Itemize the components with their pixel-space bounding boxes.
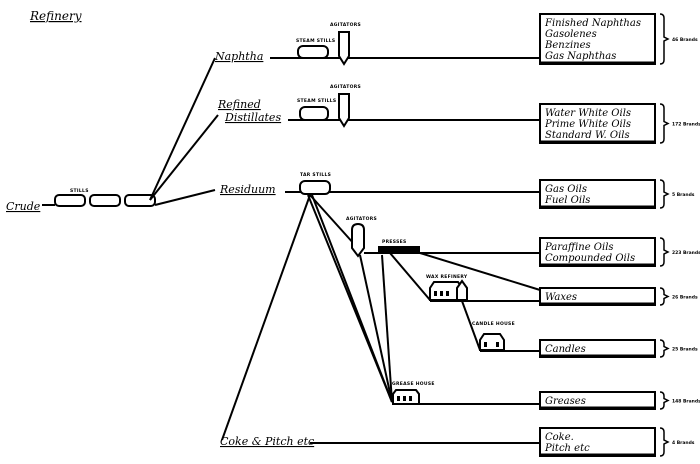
distillates-label-2: Distillates bbox=[224, 111, 281, 124]
distillates-branch bbox=[149, 114, 219, 201]
brace bbox=[659, 179, 670, 209]
brace bbox=[659, 103, 670, 144]
product-name: Gasolenes bbox=[545, 29, 597, 40]
product-name: Paraffine Oils bbox=[544, 242, 614, 253]
agitators-label-3: AGITATORS bbox=[346, 216, 377, 222]
agitator-branch bbox=[309, 194, 356, 246]
wax-branch bbox=[389, 252, 431, 301]
steam-still-2 bbox=[299, 106, 329, 121]
product-box bbox=[539, 237, 656, 267]
wax-refinery-building bbox=[429, 279, 468, 301]
naphtha-label: Naphtha bbox=[214, 50, 263, 63]
brand-count: 4 Brands bbox=[672, 440, 695, 446]
naphtha-branch bbox=[149, 57, 216, 201]
steam-still-1 bbox=[297, 45, 329, 59]
steam-stills-label-1: STEAM STILLS bbox=[296, 38, 335, 44]
product-name: Coke. bbox=[545, 432, 574, 443]
brace bbox=[659, 237, 670, 267]
brace bbox=[659, 391, 670, 410]
crude-label: Crude bbox=[6, 200, 41, 213]
brand-count: 25 Brands bbox=[672, 347, 698, 353]
candle-branch bbox=[461, 300, 481, 351]
brand-count: 223 Brands bbox=[672, 250, 700, 256]
product-box bbox=[539, 103, 656, 144]
wax-refinery-label: WAX REFINERY bbox=[426, 274, 468, 280]
diagram-title: Refinery bbox=[29, 9, 82, 23]
presses-label: PRESSES bbox=[382, 239, 407, 245]
grease-branch-4 bbox=[381, 254, 393, 403]
steam-stills-label-2: STEAM STILLS bbox=[297, 98, 336, 104]
residuum-label: Residuum bbox=[219, 183, 276, 196]
still-2 bbox=[89, 194, 121, 207]
presses bbox=[378, 246, 420, 253]
still-3 bbox=[124, 194, 156, 207]
brand-count: 46 Brands bbox=[672, 37, 698, 43]
product-name: Waxes bbox=[545, 292, 577, 303]
tar-still bbox=[299, 180, 331, 195]
agitator-3 bbox=[351, 222, 365, 258]
still-1 bbox=[54, 194, 86, 207]
product-name: Pitch etc bbox=[544, 443, 590, 454]
product-name: Gas Naphthas bbox=[545, 51, 616, 62]
product-name: Water White Oils bbox=[545, 108, 631, 119]
stills-label: STILLS bbox=[70, 188, 89, 194]
grease-house-label: GREASE HOUSE bbox=[392, 381, 435, 387]
brand-count: 148 Brands bbox=[672, 399, 700, 405]
product-box bbox=[539, 427, 656, 457]
candle-house-building bbox=[479, 333, 505, 351]
brace bbox=[659, 287, 670, 306]
product-name: Candles bbox=[545, 344, 586, 355]
brand-count: 26 Brands bbox=[672, 295, 698, 301]
coke-branch bbox=[221, 194, 311, 441]
candle-house-label: CANDLE HOUSE bbox=[472, 321, 515, 327]
product-name: Benzines bbox=[544, 40, 591, 51]
product-name: Standard W. Oils bbox=[545, 130, 630, 141]
product-name: Gas Oils bbox=[545, 184, 587, 195]
residuum-branch bbox=[154, 189, 216, 206]
agitators-label-1: AGITATORS bbox=[330, 22, 361, 28]
brace bbox=[659, 339, 670, 358]
coke-label: Coke & Pitch etc bbox=[220, 435, 314, 448]
product-name: Prime White Oils bbox=[544, 119, 631, 130]
grease-branch-3 bbox=[359, 254, 393, 403]
brace bbox=[659, 13, 670, 65]
brace bbox=[659, 427, 670, 457]
agitator-1 bbox=[338, 31, 350, 66]
grease-branch-2 bbox=[307, 194, 393, 403]
product-name: Greases bbox=[545, 396, 586, 407]
tar-stills-label: TAR STILLS bbox=[300, 172, 331, 178]
brand-count: 172 Brands bbox=[672, 122, 700, 128]
product-box bbox=[539, 179, 656, 209]
agitator-2 bbox=[338, 93, 350, 128]
product-name: Compounded Oils bbox=[545, 253, 635, 264]
brand-count: 5 Brands bbox=[672, 192, 695, 198]
grease-house-building bbox=[392, 389, 420, 405]
product-name: Fuel Oils bbox=[544, 195, 590, 206]
product-name: Finished Naphthas bbox=[544, 18, 641, 29]
presses-to-wax-line bbox=[419, 252, 541, 291]
distillates-label-1: Refined bbox=[217, 98, 261, 111]
agitators-label-2: AGITATORS bbox=[330, 84, 361, 90]
